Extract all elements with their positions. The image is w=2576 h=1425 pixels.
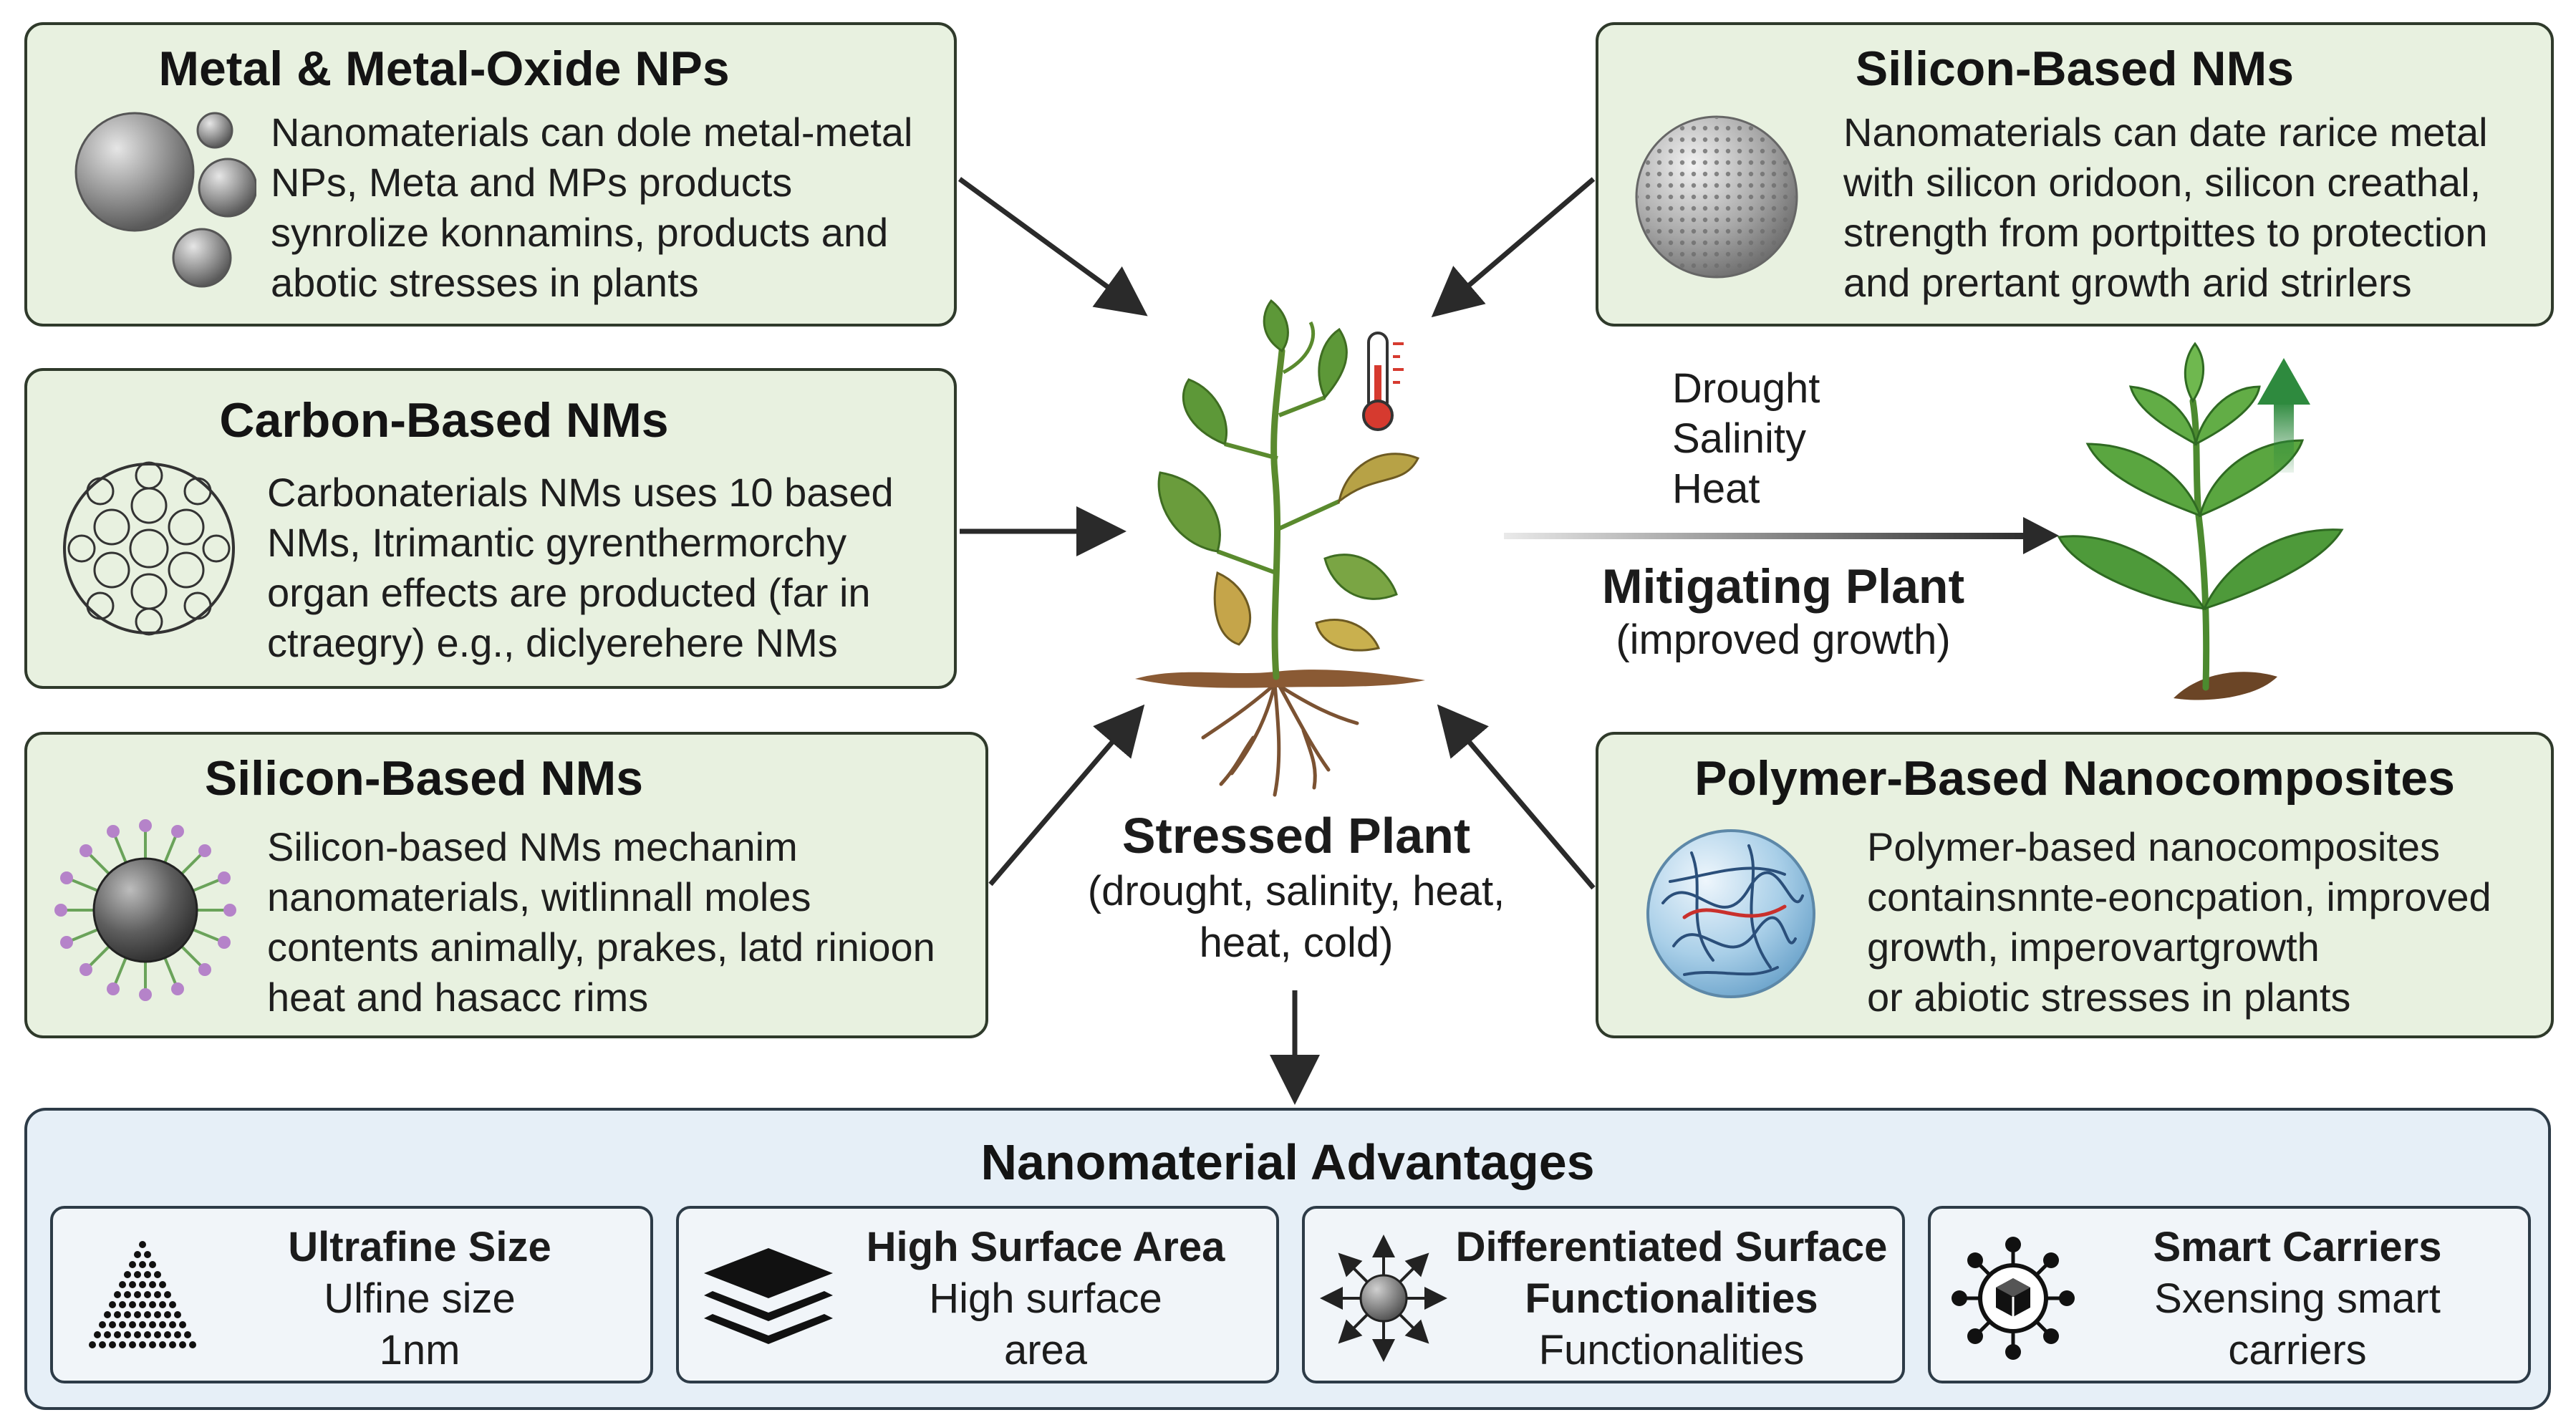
silicon-right-box: Silicon-Based NMs Nanomaterials can date… (1596, 22, 2554, 327)
stressed-plant-label: Stressed Plant (drought, salinity, heat,… (1046, 806, 1547, 969)
metal-oxide-box: Metal & Metal-Oxide NPs Nanomaterials ca… (24, 22, 957, 327)
growth-arrow-icon (2257, 358, 2310, 473)
stressed-plant-line-2: heat, cold) (1199, 919, 1394, 966)
arrow-polymer-to-plant (1437, 704, 1596, 890)
polymer-title: Polymer-Based Nanocomposites (1694, 751, 2455, 806)
advantage-text-surface-area: High Surface Area High surface area (866, 1224, 1225, 1373)
silicon-right-title: Silicon-Based NMs (1855, 42, 2295, 96)
advantage-card-ultrafine: Ultrafine Size Ulfine size 1nm (50, 1206, 653, 1383)
polymer-box: Polymer-Based Nanocomposites Polymer-bas… (1596, 732, 2554, 1038)
arrow-silicon-right-to-plant (1431, 177, 1596, 318)
arrow-silicon-left-to-plant (988, 704, 1145, 887)
silicon-left-title: Silicon-Based NMs (204, 751, 644, 806)
arrow-metal-to-plant (957, 177, 1148, 317)
advantage-text-functionalities: Differentiated Surface Functionalities F… (1455, 1224, 1888, 1373)
pyramid-dots-icon (89, 1241, 196, 1348)
advantage-text-ultrafine: Ultrafine Size Ulfine size 1nm (288, 1224, 551, 1373)
functionalized-nanoparticle-icon (54, 819, 236, 1001)
stressor-heat: Heat (1672, 465, 1760, 512)
metal-oxide-text: Nanomaterials can dole metal-metal NPs, … (271, 110, 913, 305)
silicon-left-box: Silicon-Based NMs (24, 732, 988, 1038)
carbon-title: Carbon-Based NMs (219, 393, 669, 448)
carbon-text: Carbonaterials NMs uses 10 based NMs, It… (267, 470, 894, 665)
radial-arrows-icon (1320, 1235, 1447, 1362)
silicon-right-text: Nanomaterials can date rarice metal with… (1843, 110, 2488, 305)
advantage-card-surface-area: High Surface Area High surface area (676, 1206, 1279, 1383)
stressor-salinity: Salinity (1672, 415, 1806, 462)
advantage-card-smart-carriers: Smart Carriers Sxensing smart carriers (1928, 1206, 2531, 1383)
carbon-box: Carbon-Based NMs Carbonaterials NMs uses… (24, 368, 957, 689)
advantages-title: Nanomaterial Advantages (980, 1134, 1595, 1190)
mitigating-plant-title: Mitigating Plant (1601, 559, 1965, 614)
thermometer-icon (1362, 332, 1404, 431)
polymer-text: Polymer-based nanocomposites containsnnt… (1867, 824, 2491, 1020)
advantage-card-functionalities: Differentiated Surface Functionalities F… (1302, 1206, 1905, 1383)
stressor-list: Drought Salinity Heat (1672, 364, 1820, 514)
advantages-panel: Nanomaterial Advantages Ultrafine Size U… (24, 1108, 2551, 1410)
polymer-sphere-icon (1646, 829, 1815, 998)
mitigating-plant-label: Mitigating Plant (improved growth) (1568, 557, 1998, 665)
cube-network-icon (1952, 1237, 2075, 1360)
layers-icon (704, 1248, 833, 1344)
arrow-to-mitigating-plant (1504, 517, 2059, 554)
fullerene-icon (63, 461, 235, 636)
advantage-text-smart-carriers: Smart Carriers Sxensing smart carriers (2153, 1224, 2442, 1373)
porous-silica-sphere-icon (1635, 115, 1798, 279)
healthy-plant-icon (2057, 342, 2344, 700)
stressed-plant-line-1: (drought, salinity, heat, (1087, 868, 1505, 914)
stressor-drought: Drought (1672, 365, 1820, 412)
stressed-plant-icon (1135, 299, 1425, 797)
silicon-left-text: Silicon-based NMs mechanim nanomaterials… (267, 824, 935, 1020)
stressed-plant-title: Stressed Plant (1121, 808, 1471, 864)
metal-oxide-title: Metal & Metal-Oxide NPs (158, 42, 730, 96)
mitigating-plant-subtitle: (improved growth) (1616, 617, 1951, 663)
nanoparticle-spheres-icon (74, 112, 256, 288)
